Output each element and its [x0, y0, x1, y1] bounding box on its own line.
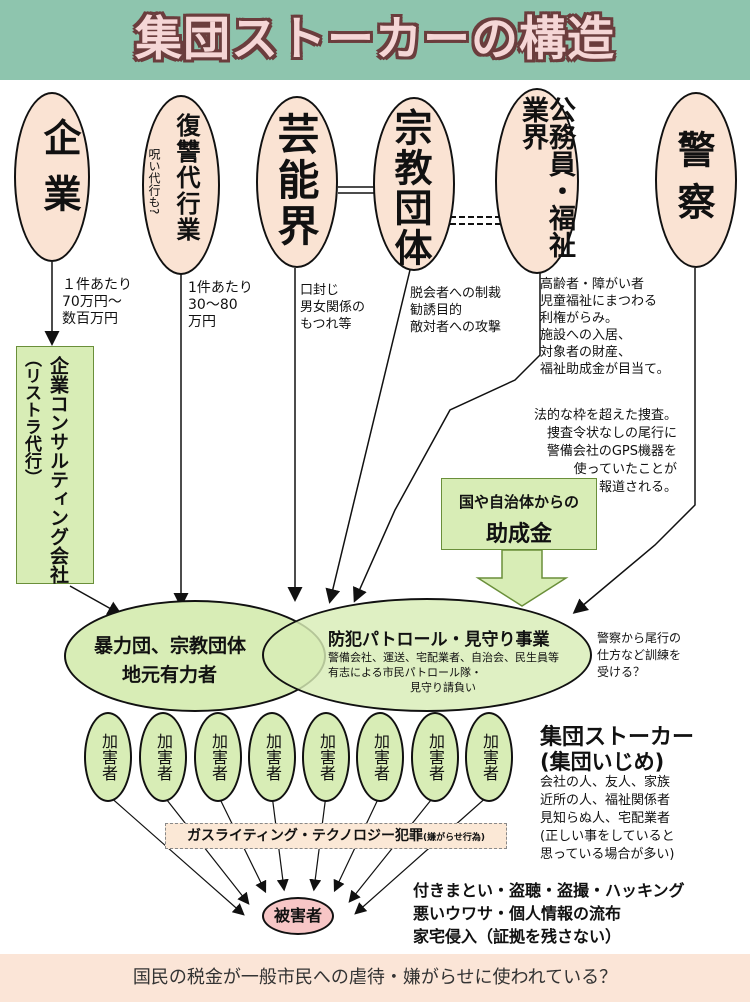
footer-banner: 国民の税金が一般市民への虐待・嫌がらせに使われている？	[0, 954, 750, 1002]
group-right-line1: 警備会社、運送、宅配業者、自治会、民生員等	[328, 651, 559, 664]
subsidy-box: 国や自治体からの 助成金	[441, 478, 597, 550]
group-right-line3: 見守り請負い	[410, 681, 476, 694]
subsidy-arrow	[475, 549, 569, 607]
gaslighting-sub: (嫌がらせ行為)	[422, 833, 486, 843]
consultant-label: 企業コンサルティング会社	[47, 356, 69, 584]
source-entertainment	[256, 96, 338, 268]
source-religion	[373, 97, 455, 271]
perpetrator: 加害者	[356, 712, 404, 802]
source-company	[14, 92, 90, 262]
note-officials: 高齢者・障がい者 児童福祉にまつわる 利権がらみ。 施設への入居、 対象者の財産…	[540, 277, 670, 377]
perpetrator: 加害者	[248, 712, 296, 802]
harm-line2: 悪いウワサ・個人情報の流布	[413, 904, 622, 923]
source-religion-label: 宗教団体	[388, 108, 432, 268]
note-entertainment: 口封じ 男女関係の もつれ等	[300, 283, 366, 332]
stalker-title: 集団ストーカー	[540, 725, 695, 750]
group-right-ellipse	[262, 598, 592, 712]
source-officials-label: 公務員・福祉業界	[517, 96, 575, 258]
note-religion: 脱会者への制裁 勧誘目的 敵対者への攻撃	[410, 286, 502, 335]
source-revenge-label: 復讐代行業	[172, 113, 200, 243]
note-company: １件あたり 70万円〜 数百万円	[62, 277, 132, 327]
gaslighting-box: ガスライティング・テクノロジー犯罪(嫌がらせ行為)	[165, 823, 507, 849]
source-company-label: 企業	[37, 118, 81, 230]
source-revenge	[142, 95, 220, 275]
harm-line1: 付きまとい・盗聴・盗撮・ハッキング	[413, 881, 685, 900]
perpetrator: 加害者	[194, 712, 242, 802]
arrow-consultant-group	[69, 585, 123, 616]
perpetrator: 加害者	[411, 712, 459, 802]
note-revenge: 1件あたり 30〜80 万円	[188, 280, 253, 330]
consultant-sub: （リストラ代行）	[21, 350, 41, 486]
victim: 被害者	[262, 897, 334, 935]
source-revenge-sub: 呪い代行も?	[147, 148, 161, 215]
subsidy-line1: 国や自治体からの	[458, 493, 579, 511]
source-officials	[495, 88, 579, 274]
group-right-line2: 有志による市民パトロール隊・	[328, 666, 482, 679]
stalker-subtitle: (集団いじめ)	[540, 750, 665, 774]
note-police: 法的な枠を超えた捜査。 捜査令状なしの尾行に 警備会社のGPS機器を 使っていた…	[534, 408, 678, 495]
subsidy-line2: 助成金	[485, 522, 552, 547]
source-police-label: 警察	[671, 130, 715, 234]
consultant-box	[16, 346, 94, 584]
group-left-line1: 暴力団、宗教団体	[94, 635, 247, 657]
police-training-note: 警察から尾行の 仕方など訓練を 受ける？	[597, 631, 682, 679]
perpetrator: 加害者	[139, 712, 187, 802]
perpetrator: 加害者	[302, 712, 350, 802]
title-banner	[0, 0, 750, 80]
perpetrator: 加害者	[84, 712, 132, 802]
gaslighting-label: ガスライティング・テクノロジー犯罪	[186, 828, 423, 844]
group-right-title: 防犯パトロール・見守り事業	[328, 630, 550, 650]
arrow-officials-group	[353, 272, 541, 603]
page-title: 集団ストーカーの構造	[135, 12, 615, 67]
arrow-police-group	[572, 268, 696, 614]
source-entertainment-label: 芸能界	[271, 112, 320, 250]
stalker-desc: 会社の人、友人、家族 近所の人、福祉関係者 見知らぬ人、宅配業者 (正しい事をし…	[540, 775, 675, 862]
source-police	[655, 92, 737, 268]
perpetrator: 加害者	[465, 712, 513, 802]
harm-line3: 家宅侵入（証拠を残さない）	[413, 927, 622, 946]
arrow-religion-group	[325, 269, 411, 604]
group-left-line2: 地元有力者	[122, 664, 218, 686]
